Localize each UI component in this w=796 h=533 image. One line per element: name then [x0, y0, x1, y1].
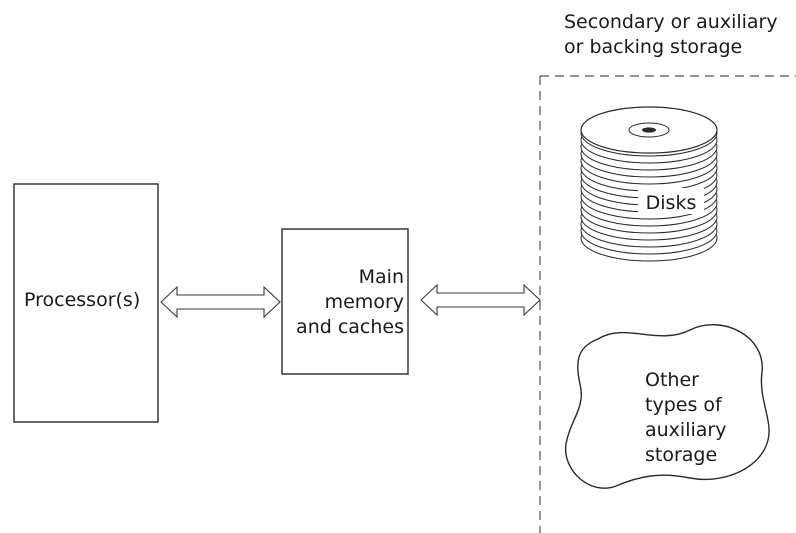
other-storage-label-line4: storage: [645, 444, 717, 466]
disk-stack-icon: [580, 106, 718, 262]
disk-label-background: [638, 188, 704, 214]
processor-label: Processor(s): [24, 289, 140, 311]
main-memory-label-line3: and caches: [296, 316, 404, 338]
disks-label: Disks: [646, 192, 697, 214]
other-storage-label-line2: types of: [645, 394, 723, 416]
other-storage-blob: [565, 324, 770, 489]
main-memory-box: [281, 228, 409, 375]
memory-secondary-double-arrow: [420, 283, 541, 317]
processor-memory-double-arrow: [160, 285, 281, 319]
disk-spindle-outer: [628, 122, 670, 138]
other-storage-label-line1: Other: [645, 369, 699, 391]
main-memory-label-line2: memory: [325, 291, 404, 313]
processor-box: [13, 183, 159, 423]
disk-spindle-hole: [642, 127, 656, 133]
other-storage-label-line3: auxiliary: [645, 419, 726, 441]
secondary-storage-title-line2: or backing storage: [564, 36, 742, 58]
main-memory-label-line1: Main: [359, 266, 404, 288]
secondary-storage-region: [539, 75, 796, 533]
secondary-storage-title-line1: Secondary or auxiliary: [564, 11, 778, 33]
